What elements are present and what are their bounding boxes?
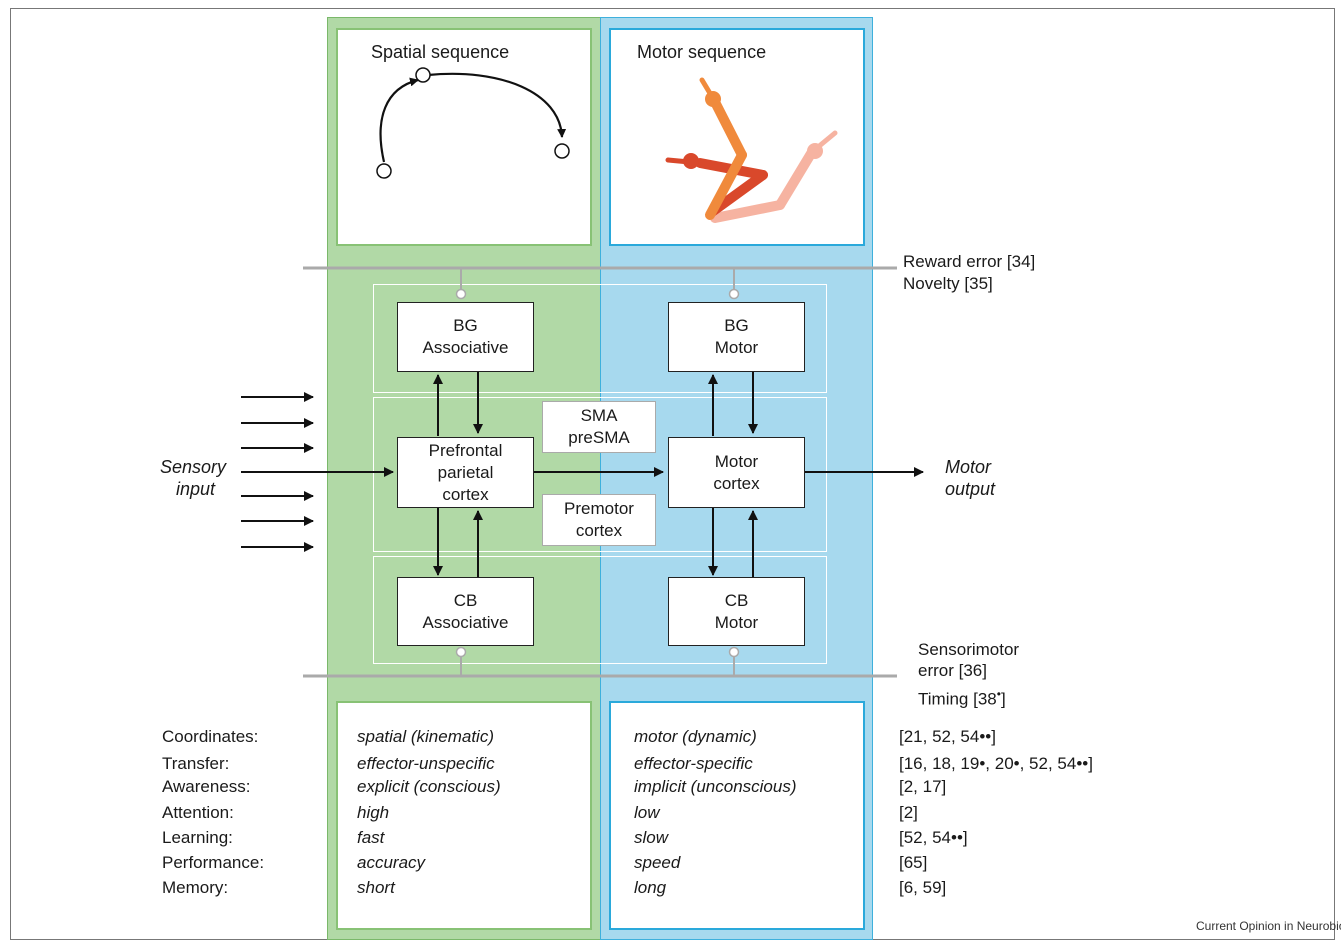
bg-loop-frame <box>373 284 827 393</box>
sensorimotor-error-label: error [36] <box>918 661 987 680</box>
spatial-target-start <box>376 163 392 179</box>
cb-loop-frame <box>373 556 827 664</box>
spatial-trajectory-return <box>427 72 567 138</box>
motor-properties-panel <box>609 701 865 930</box>
arm-posture-mid <box>699 77 747 220</box>
spatial-sequence-panel <box>336 28 592 246</box>
arm-posture-light <box>710 130 838 223</box>
novelty-label: Novelty [35] <box>903 274 993 293</box>
journal-credit: Current Opinion in Neurobiology <box>1196 919 1341 933</box>
motor-sequence-title: Motor sequence <box>637 42 767 62</box>
sensory-input-arrows <box>241 392 394 552</box>
spatial-sequence-title: Spatial sequence <box>371 42 510 62</box>
reward-error-label: Reward error [34] <box>903 252 1036 271</box>
spatial-target-end <box>554 143 570 159</box>
cortex-frame <box>373 397 827 552</box>
spatial-target-mid <box>415 67 431 83</box>
sensorimotor-label: Sensorimotor <box>918 640 1020 659</box>
timing-label: Timing [38•] <box>918 687 1006 709</box>
spatial-properties-panel <box>336 701 592 930</box>
spatial-trajectory <box>379 77 419 163</box>
